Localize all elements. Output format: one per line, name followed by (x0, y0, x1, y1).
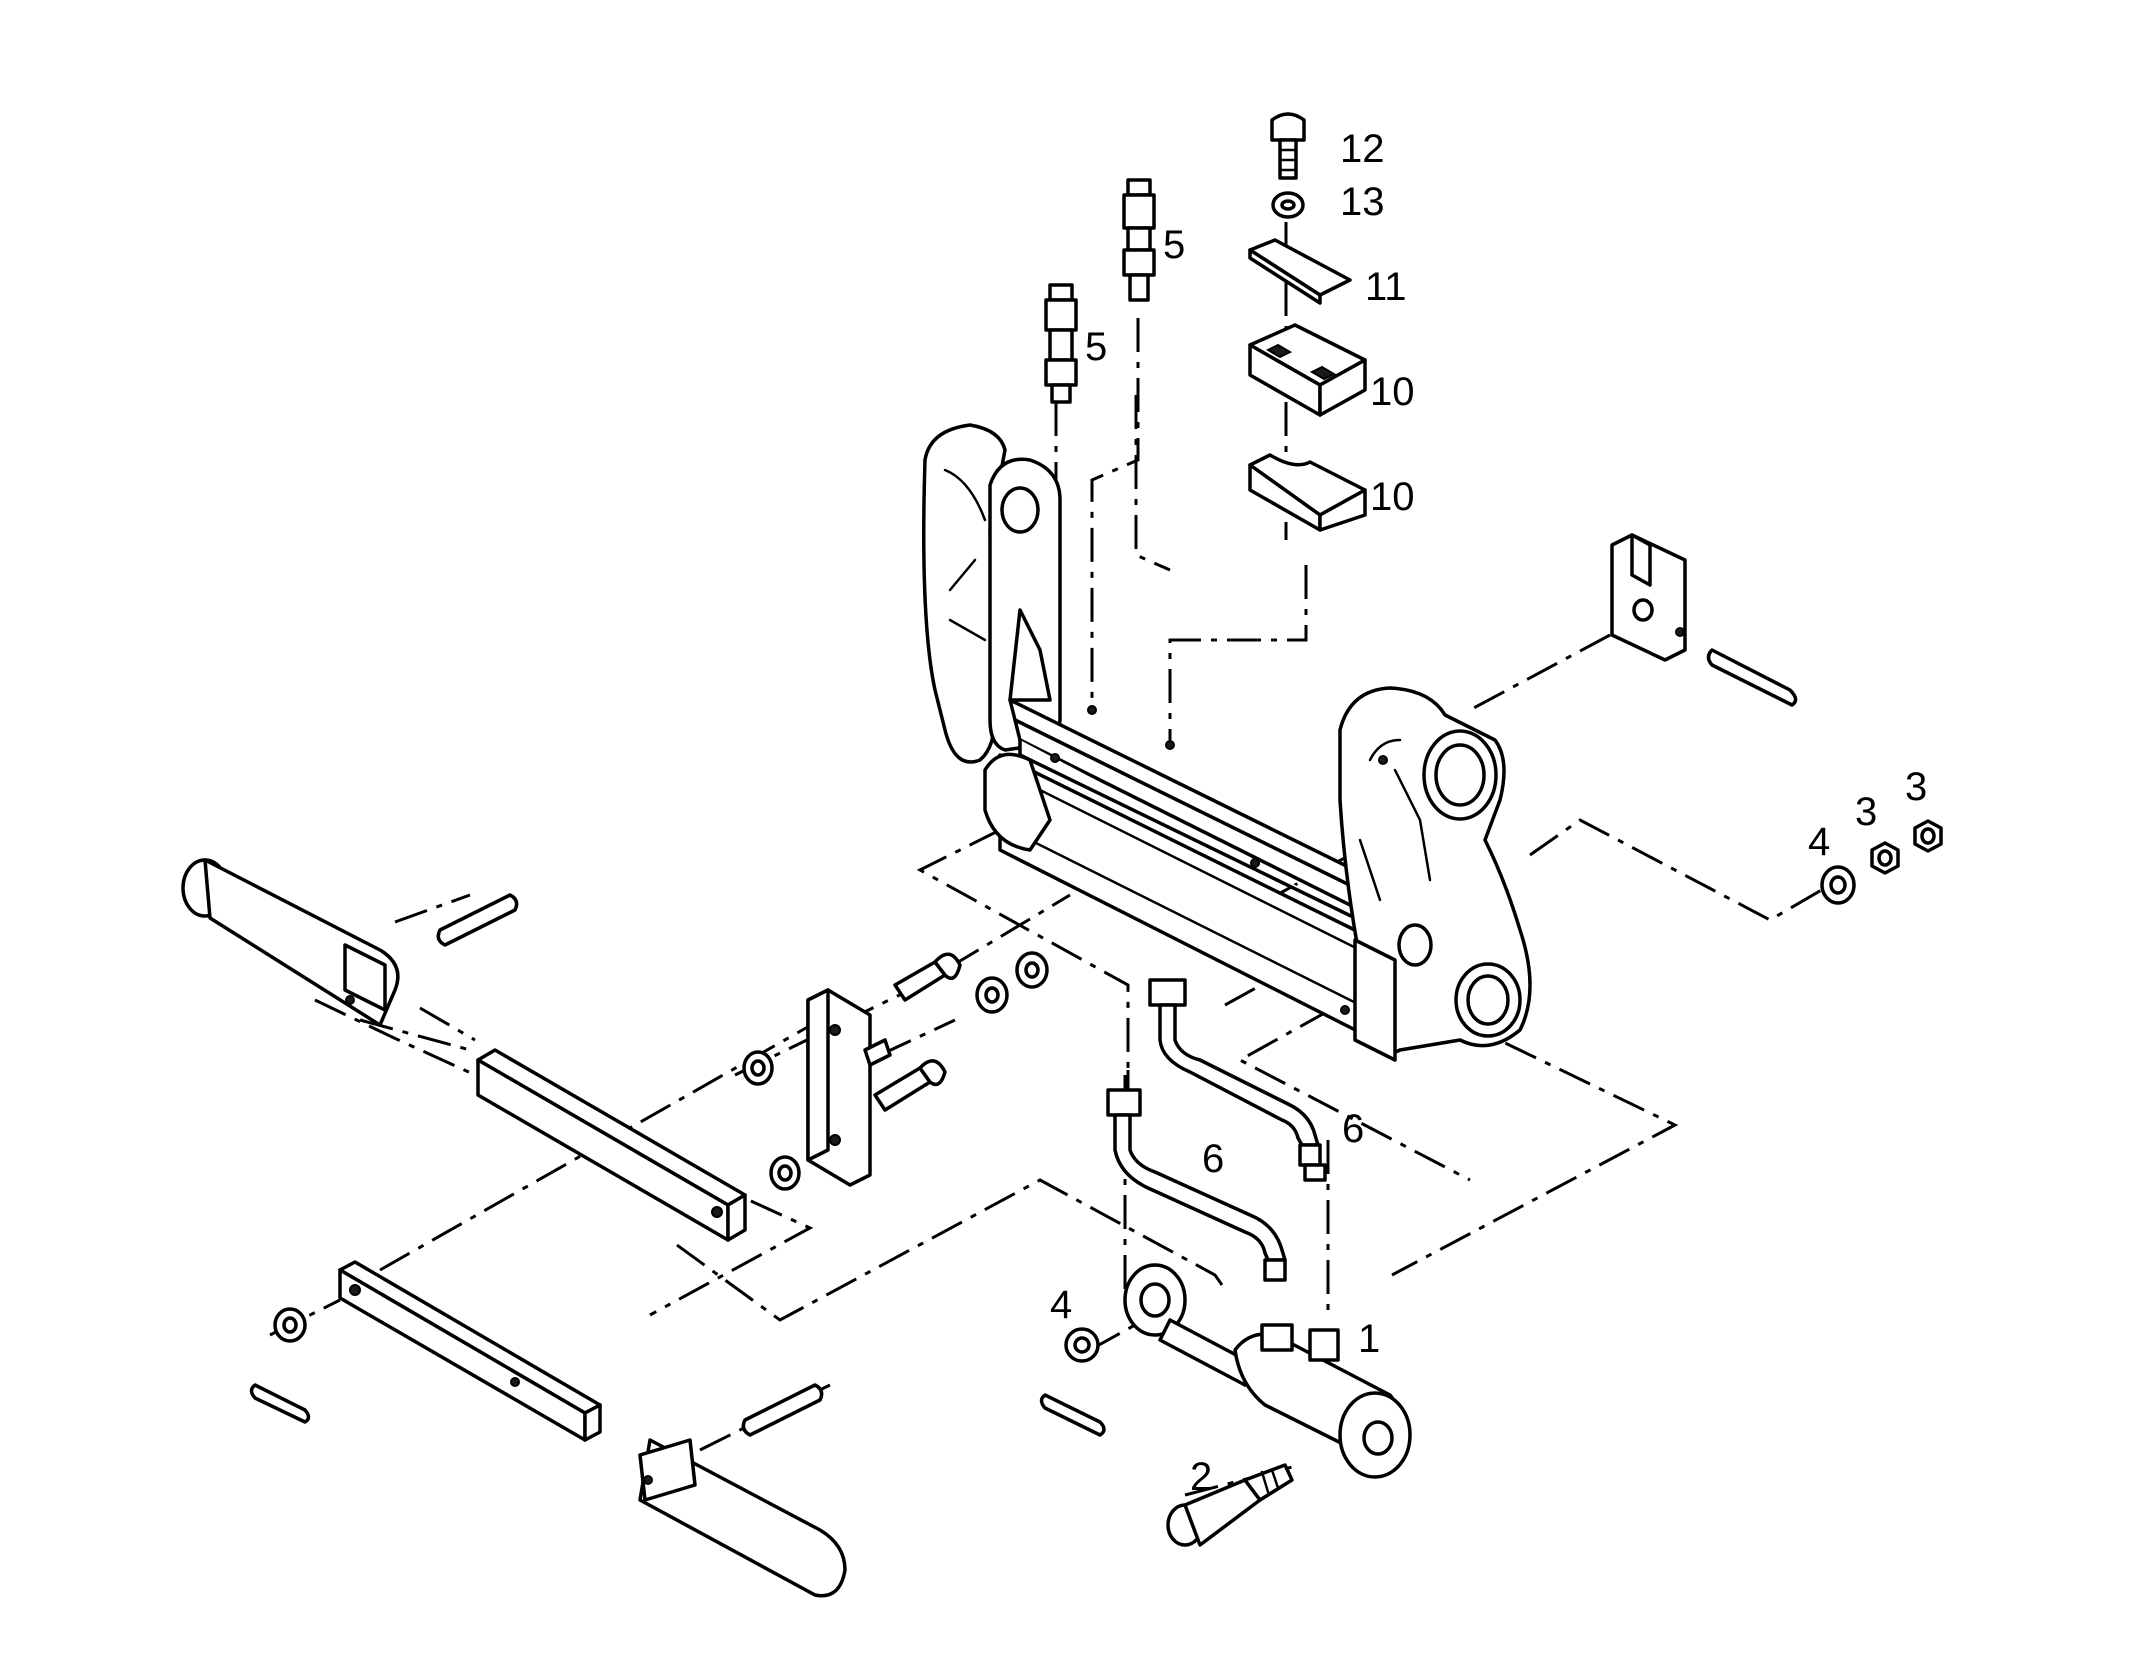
pin-upper-left (181, 858, 400, 1027)
washer-bracket-upper (742, 1050, 774, 1086)
part-label-6-left: 6 (1202, 1137, 1224, 1181)
link-bar-lower (338, 1260, 602, 1442)
part-label-6-right: 6 (1342, 1107, 1364, 1151)
pin-2 (1166, 1463, 1294, 1547)
washer-pair-left (975, 951, 1049, 1014)
bolt-lower-left (863, 1038, 947, 1112)
part-label-5-lower: 5 (1085, 325, 1107, 369)
part-label-1: 1 (1358, 1317, 1380, 1361)
roll-pin-lower-left (741, 1383, 824, 1437)
part-label-2: 2 (1190, 1455, 1212, 1499)
part-label-10-lower: 10 (1370, 475, 1415, 519)
roll-pin-right (1706, 648, 1798, 707)
roll-pin-cylinder (1039, 1393, 1106, 1437)
hose-6-lower (1106, 1088, 1287, 1282)
part-label-3-a: 3 (1855, 790, 1877, 834)
clamp-10-lower (1248, 453, 1367, 532)
part-label-11: 11 (1365, 265, 1407, 309)
washer-13 (1271, 191, 1305, 219)
hose-6-upper (1148, 978, 1327, 1182)
part-label-5-upper: 5 (1163, 223, 1185, 267)
plate-11 (1248, 238, 1352, 305)
washer-4-cylinder (1064, 1327, 1100, 1363)
part-label-12: 12 (1340, 127, 1385, 171)
nut-3-b (1913, 819, 1943, 853)
part-label-10-upper: 10 (1370, 370, 1415, 414)
part-labels: 12 13 5 11 5 10 10 4 3 3 6 6 4 1 2 (1050, 127, 1927, 1499)
part-label-13: 13 (1340, 180, 1385, 224)
bolt-upper-left (893, 952, 962, 1002)
bolt-12 (1270, 112, 1306, 180)
washer-bracket-lower (769, 1155, 801, 1191)
fitting-5-left (1044, 283, 1078, 404)
roll-pin-far-left (249, 1383, 311, 1424)
fork-bracket (1610, 533, 1687, 662)
washer-4-right (1820, 865, 1856, 905)
vertical-bracket-plate (806, 988, 872, 1187)
washer-lower-left (273, 1307, 307, 1343)
hydraulic-cylinder-1 (1123, 1263, 1412, 1479)
nut-3-a (1870, 841, 1900, 875)
roll-pin-upper-left (436, 893, 519, 947)
fitting-5-right (1122, 178, 1156, 302)
part-label-4-right: 4 (1808, 820, 1830, 864)
part-label-3-b: 3 (1905, 765, 1927, 809)
clamp-10-upper (1248, 323, 1367, 417)
pin-lower-left (638, 1438, 847, 1598)
coupler-frame (922, 423, 1532, 1062)
part-label-4-cylinder: 4 (1050, 1283, 1072, 1327)
link-bar-upper (476, 1048, 747, 1242)
